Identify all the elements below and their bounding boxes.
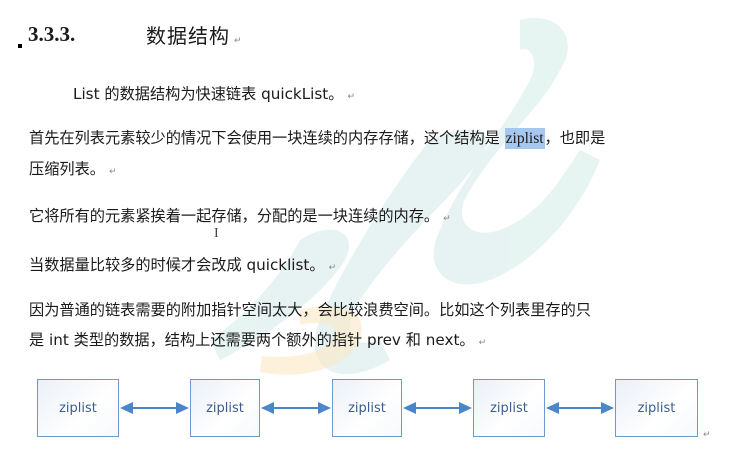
bidirectional-arrow-icon — [120, 402, 189, 414]
ziplist-node: ziplist — [473, 379, 545, 437]
bidirectional-arrow-icon — [546, 402, 614, 414]
highlighted-text-ziplist[interactable]: ziplist — [504, 128, 545, 149]
heading-title: 数据结构↵ — [146, 24, 243, 48]
bidirectional-arrow-icon — [261, 402, 331, 414]
ziplist-node: ziplist — [37, 379, 119, 437]
paragraph-contiguous: 它将所有的元素紧挨着一起存储，分配的是一块连续的内存。↵ — [29, 207, 451, 225]
paragraph-mark-icon: ↵ — [703, 430, 711, 440]
paragraph-mark-icon: ↵ — [347, 92, 355, 102]
paragraph-mark-icon: ↵ — [234, 36, 243, 46]
paragraph-mark-icon: ↵ — [478, 338, 487, 348]
paragraph-pointers: 因为普通的链表需要的附加指针空间太大，会比较浪费空间。比如这个列表里存的只 是 … — [29, 301, 591, 349]
text-cursor-icon: I — [214, 226, 219, 241]
ziplist-node: ziplist — [332, 379, 402, 437]
ziplist-node: ziplist — [190, 379, 260, 437]
paragraph-mark-icon: ↵ — [328, 263, 337, 273]
bidirectional-arrow-icon — [403, 402, 472, 414]
heading-number: 3.3.3. — [28, 22, 76, 46]
paragraph-mark-icon: ↵ — [108, 167, 117, 177]
heading-bullet-mark — [18, 44, 22, 48]
paragraph-quicklist: 当数据量比较多的时候才会改成 quicklist。↵ — [29, 256, 337, 274]
paragraph-ziplist: 首先在列表元素较少的情况下会使用一块连续的内存存储，这个结构是 ziplist，… — [29, 128, 606, 178]
ziplist-node: ziplist — [615, 379, 698, 437]
paragraph-intro: List 的数据结构为快速链表 quickList。↵ — [73, 85, 355, 103]
paragraph-mark-icon: ↵ — [443, 214, 451, 224]
